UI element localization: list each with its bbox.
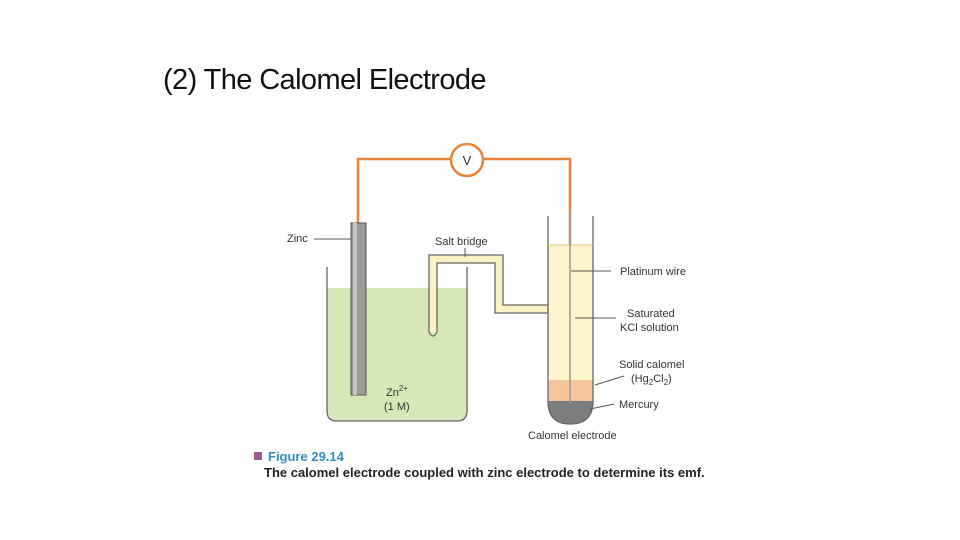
figure-number-line: Figure 29.14: [254, 448, 705, 464]
calomel-electrode-label: Calomel electrode: [528, 430, 617, 442]
calomel-formula-label: (Hg2Cl2): [631, 373, 672, 387]
kcl-solution-label: KCl solution: [620, 322, 679, 334]
solid-calomel-label: Solid calomel: [619, 359, 684, 371]
mercury-pool: [548, 401, 593, 424]
leader-lines: [314, 238, 625, 410]
beaker-wall: [326, 267, 468, 422]
zinc-label: Zinc: [287, 233, 308, 245]
circuit-wire-left: [356, 157, 450, 225]
saturated-label: Saturated: [627, 308, 675, 320]
zinc-ion-label: Zn2+: [386, 384, 408, 399]
mercury-label: Mercury: [619, 399, 659, 411]
voltmeter-symbol: V: [463, 153, 472, 168]
voltmeter: V: [449, 142, 485, 178]
figure-number: Figure 29.14: [268, 448, 344, 464]
calomel-electrode-tube: [547, 210, 594, 425]
platinum-wire-label: Platinum wire: [620, 266, 686, 278]
concentration-label: (1 M): [384, 401, 410, 413]
salt-bridge-label: Salt bridge: [435, 236, 488, 248]
figure-description: The calomel electrode coupled with zinc …: [264, 465, 705, 480]
figure-marker: [254, 452, 262, 460]
tube-wall: [547, 216, 594, 425]
slide-title: (2) The Calomel Electrode: [163, 64, 487, 96]
figure-caption: Figure 29.14 The calomel electrode coupl…: [254, 448, 705, 480]
